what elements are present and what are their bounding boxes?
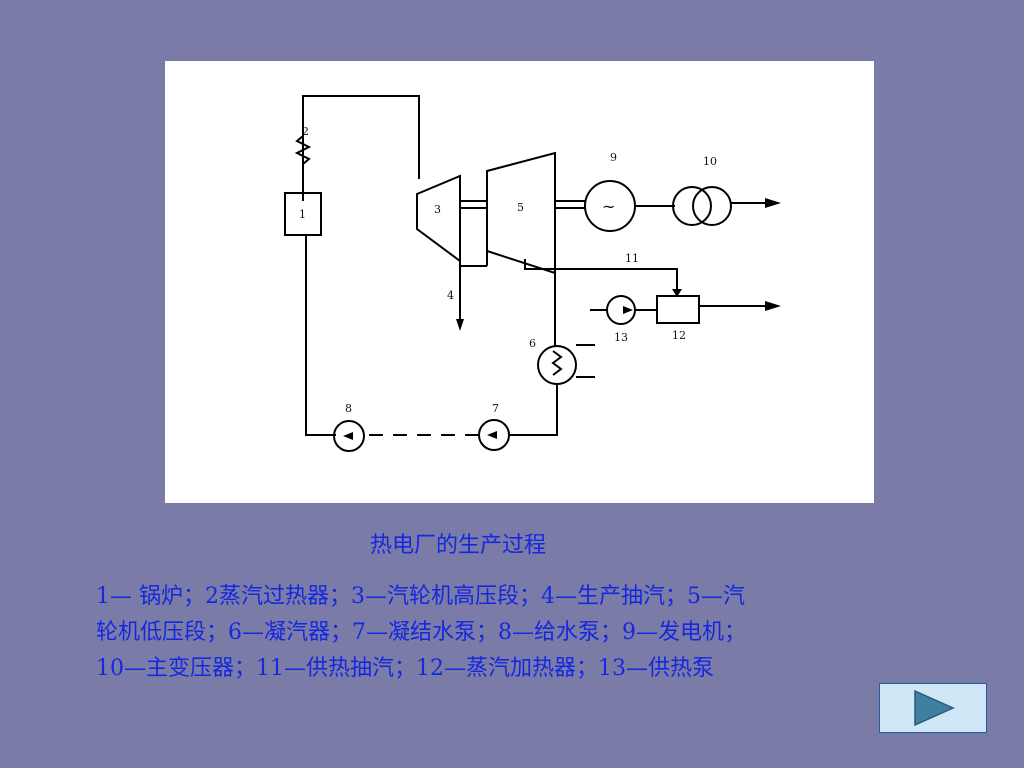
legend-line-1: 1— 锅炉；2蒸汽过热器；3—汽轮机高压段；4—生产抽汽；5—汽: [96, 584, 745, 609]
cogeneration-diagram: 2 1 3 5 4 9 10 11 6 13 12 7 8 ~: [284, 95, 781, 452]
label-10: 10: [703, 155, 717, 168]
condenser-coil: [551, 350, 563, 376]
label-1: 1: [299, 208, 306, 221]
transformer-coil-b: [692, 186, 732, 226]
legend-line-3: 10—主变压器；11—供热抽汽；12—蒸汽加热器；13—供热泵: [96, 656, 714, 681]
boiler: [284, 192, 322, 236]
next-slide-button[interactable]: [879, 683, 987, 733]
play-triangle-icon: [914, 689, 955, 727]
label-11: 11: [625, 252, 639, 265]
arrow-heat-out: [765, 301, 781, 311]
generator-symbol: ~: [602, 197, 615, 216]
label-9: 9: [610, 151, 617, 164]
transformer-coil-a: [672, 186, 712, 226]
steam-heater: [656, 295, 700, 324]
label-8: 8: [345, 402, 352, 415]
label-4: 4: [447, 289, 454, 302]
label-7: 7: [492, 402, 499, 415]
label-5: 5: [517, 201, 524, 214]
feed-pump: [333, 420, 365, 452]
label-12: 12: [672, 329, 686, 342]
arrow-process-steam: [456, 319, 464, 331]
feedwater-line: [305, 235, 336, 436]
steam-line: [302, 95, 420, 201]
superheater-coil: [294, 135, 312, 165]
heat-extraction: [524, 259, 678, 295]
label-13: 13: [614, 331, 628, 344]
label-2: 2: [302, 125, 309, 138]
legend-line-2: 轮机低压段；6—凝汽器；7—凝结水泵；8—给水泵；9—发电机；: [96, 620, 746, 645]
diagram-panel: 2 1 3 5 4 9 10 11 6 13 12 7 8 ~: [165, 61, 874, 503]
label-3: 3: [434, 203, 441, 216]
caption-title: 热电厂的生产过程: [370, 533, 547, 558]
label-6: 6: [529, 337, 536, 350]
arrow-power-out: [765, 198, 781, 208]
hp-turbine: [416, 174, 461, 263]
